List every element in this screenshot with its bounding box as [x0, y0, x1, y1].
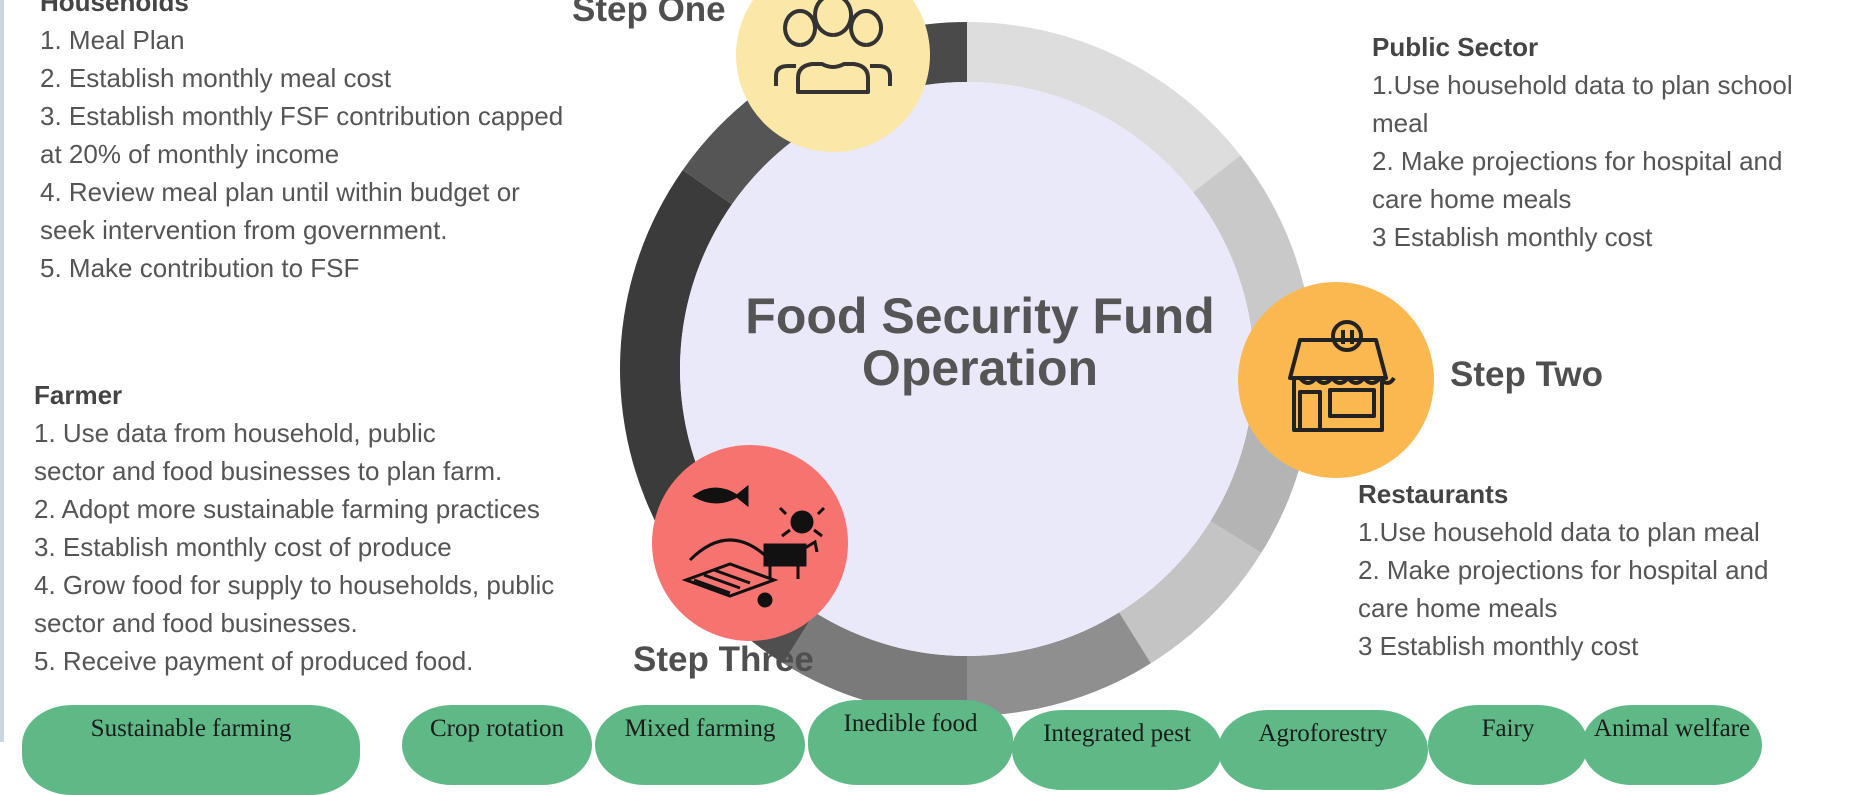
- title-line-2: Operation: [861, 340, 1099, 396]
- step-one-node: [736, 0, 930, 152]
- farmer-item: 5. Receive payment of produced food.: [34, 646, 474, 676]
- storefront-icon: [1288, 320, 1396, 432]
- ring-segment: [967, 612, 1151, 716]
- households-item: 1. Meal Plan: [40, 25, 185, 55]
- households-item: at 20% of monthly income: [40, 139, 340, 169]
- households-item: 2. Establish monthly meal cost: [40, 63, 392, 93]
- title-line-1: Food Security Fund: [745, 288, 1215, 344]
- households-item: 4. Review meal plan until within budget …: [40, 177, 520, 207]
- restaurants-block: Restaurants 1.Use household data to plan…: [1358, 475, 1768, 665]
- step-three-label: Step Three: [633, 640, 814, 679]
- step-two-node: [1238, 282, 1434, 478]
- farmer-block: Farmer 1. Use data from household, publi…: [34, 376, 554, 680]
- restaurants-heading: Restaurants: [1358, 479, 1509, 509]
- diagram-title: Food Security Fund Operation: [700, 290, 1260, 394]
- public-sector-heading: Public Sector: [1372, 32, 1539, 62]
- practice-pill-label: Mixed farming: [624, 715, 776, 742]
- public-sector-item: care home meals: [1372, 184, 1572, 214]
- step-two-label: Step Two: [1450, 355, 1603, 394]
- households-item: 5. Make contribution to FSF: [40, 253, 360, 283]
- practice-pill-label: Animal welfare: [1593, 715, 1751, 742]
- practice-pill-label: Crop rotation: [429, 715, 564, 742]
- restaurants-item: 1.Use household data to plan meal: [1358, 517, 1760, 547]
- practice-pill: Sustainable farming: [22, 705, 360, 795]
- practice-pill-label: Inedible food: [843, 710, 978, 737]
- ring-segment: [783, 612, 967, 716]
- left-edge-bar: [0, 0, 4, 742]
- farmer-item: sector and food businesses.: [34, 608, 358, 638]
- farm-fish-crab-cow-icon: [681, 484, 826, 608]
- restaurants-item: 2. Make projections for hospital and: [1358, 555, 1769, 585]
- restaurants-item: care home meals: [1358, 593, 1558, 623]
- farmer-item: 1. Use data from household, public: [34, 418, 436, 448]
- practice-pill: Crop rotation: [402, 705, 592, 785]
- practice-pill-label: Sustainable farming: [90, 715, 292, 742]
- farmer-item: 2. Adopt more sustainable farming practi…: [34, 494, 540, 524]
- practice-pill: Fairy: [1428, 705, 1588, 785]
- households-item: seek intervention from government.: [40, 215, 448, 245]
- step-three-node: [652, 445, 848, 641]
- practice-pill-label: Agroforestry: [1258, 720, 1388, 747]
- restaurants-item: 3 Establish monthly cost: [1358, 631, 1639, 661]
- farmer-item: sector and food businesses to plan farm.: [34, 456, 503, 486]
- cycle-diagram: [620, 0, 1434, 716]
- ring-segment: [1119, 521, 1262, 664]
- farmer-item: 4. Grow food for supply to households, p…: [34, 570, 555, 600]
- ring-segment: [1193, 155, 1311, 330]
- practice-pill: Animal welfare: [1582, 705, 1762, 785]
- public-sector-block: Public Sector 1.Use household data to pl…: [1372, 28, 1793, 256]
- public-sector-item: meal: [1372, 108, 1429, 138]
- ring-segment: [620, 169, 732, 543]
- farmer-item: 3. Establish monthly cost of produce: [34, 532, 452, 562]
- households-item: 3. Establish monthly FSF contribution ca…: [40, 101, 564, 131]
- public-sector-item: 1.Use household data to plan school: [1372, 70, 1793, 100]
- people-group-icon: [774, 0, 892, 94]
- practice-pill: Integrated pest: [1012, 710, 1222, 790]
- practice-pill-label: Integrated pest: [1043, 720, 1191, 747]
- public-sector-item: 3 Establish monthly cost: [1372, 222, 1653, 252]
- households-block: Households 1. Meal Plan 2. Establish mont…: [40, 0, 563, 287]
- households-heading: Households: [40, 0, 189, 17]
- public-sector-item: 2. Make projections for hospital and: [1372, 146, 1783, 176]
- practice-pill-label: Fairy: [1481, 715, 1535, 742]
- step-one-label: Step One: [572, 0, 726, 29]
- farmer-heading: Farmer: [34, 380, 123, 410]
- ring-segment: [967, 22, 1241, 193]
- practice-pill: Inedible food: [808, 700, 1013, 785]
- practice-pill: Agroforestry: [1218, 710, 1428, 790]
- practice-pill: Mixed farming: [595, 705, 805, 785]
